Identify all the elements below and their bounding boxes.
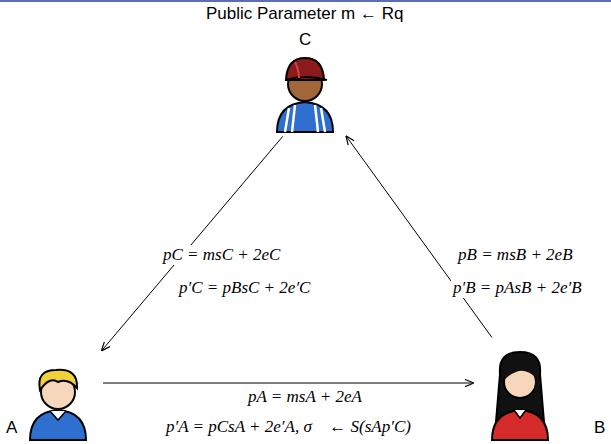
diagram-title: Public Parameter m ← Rq xyxy=(206,4,403,24)
message-arrow xyxy=(102,136,283,350)
message-formula: p′C = pBsC + 2e′C xyxy=(177,278,312,298)
person-node: B xyxy=(476,340,607,440)
person-b-icon xyxy=(492,352,548,440)
person-name: C xyxy=(299,30,311,50)
person-a-icon xyxy=(30,370,86,440)
person-c-icon xyxy=(277,58,333,132)
message-arrow xyxy=(346,136,492,337)
top-bar xyxy=(0,0,611,2)
message-formula: pA = msA + 2eA xyxy=(246,387,364,407)
person-node: A xyxy=(4,352,100,440)
person-name: B xyxy=(594,418,605,438)
message-formula: pC = msC + 2eC xyxy=(161,245,282,265)
person-node: C xyxy=(262,28,348,134)
person-name: A xyxy=(6,418,17,438)
message-formula: pB = msB + 2eB xyxy=(456,245,575,265)
message-formula: p′A = pCsA + 2e′A, σ⃗ ← S(sAp′C) xyxy=(164,417,413,437)
message-arrow xyxy=(103,383,473,384)
message-formula: p′B = pAsB + 2e′B xyxy=(451,278,584,298)
